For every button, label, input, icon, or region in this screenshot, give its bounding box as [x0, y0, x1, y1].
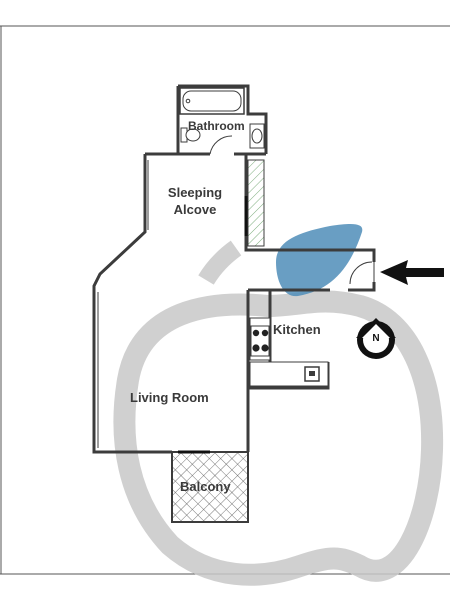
- oven-icon: [304, 366, 320, 382]
- room-label-sleeping-line2: Alcove: [173, 202, 217, 217]
- compass-letter: N: [372, 333, 380, 344]
- room-label-balcony: Balcony: [180, 479, 231, 494]
- room-label-sleeping-line1: Sleeping: [167, 185, 223, 200]
- bathtub-icon: [179, 87, 245, 115]
- bathroom-door-swing: [209, 135, 233, 155]
- watermark-apple-icon: [113, 224, 444, 586]
- entrance-door: [349, 261, 375, 285]
- sink-icon: [249, 123, 265, 149]
- toilet-icon: [180, 127, 201, 143]
- room-label-bathroom: Bathroom: [188, 119, 245, 133]
- window-lines: [97, 160, 149, 448]
- room-label-living-room: Living Room: [130, 390, 209, 405]
- stove-icon: [250, 325, 270, 357]
- entrance-arrow-icon: [380, 260, 444, 285]
- room-label-sleeping-alcove: Sleeping Alcove: [162, 184, 228, 218]
- room-label-kitchen: Kitchen: [273, 322, 321, 337]
- compass-north-icon: [356, 318, 396, 359]
- closet: [247, 159, 265, 247]
